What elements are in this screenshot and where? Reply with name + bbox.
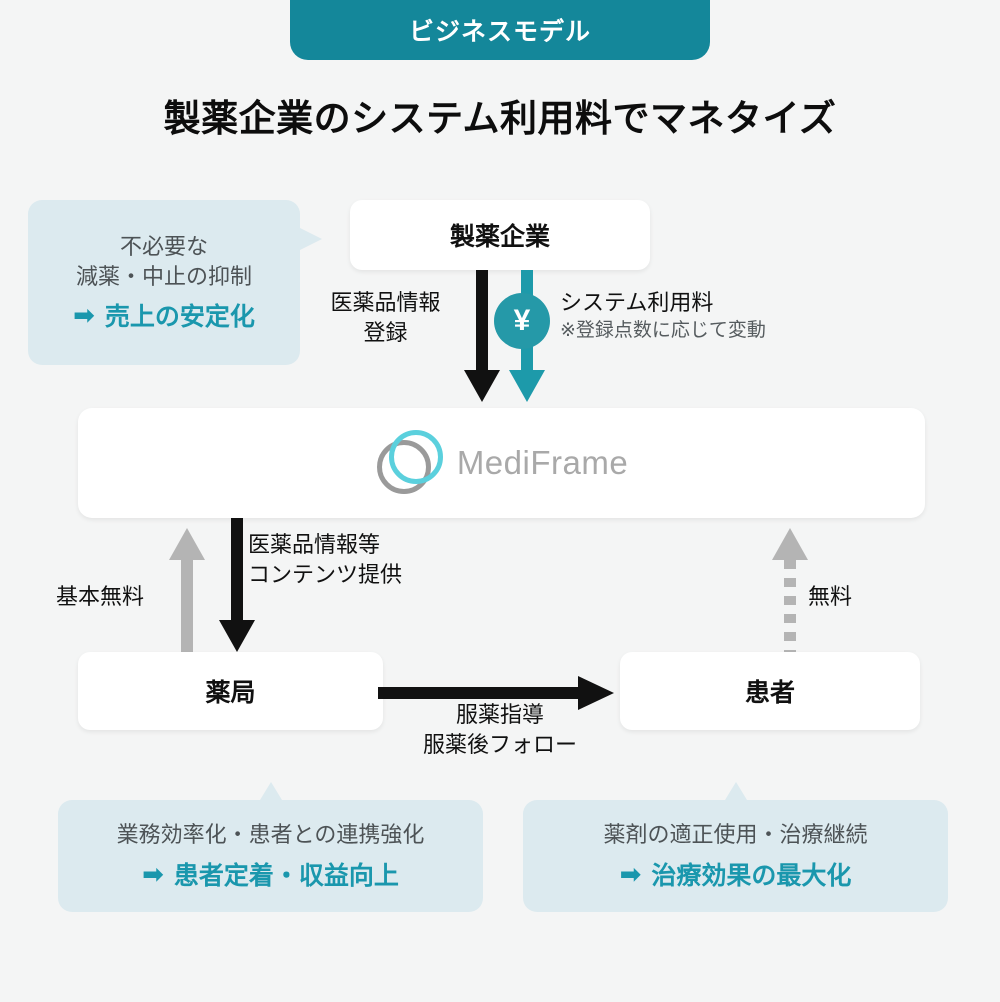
arrow-medication-guidance [378, 676, 620, 710]
label-medication-guidance-line2: 服薬後フォロー [422, 731, 577, 757]
node-pharma-company: 製薬企業 [350, 200, 650, 270]
yen-symbol: ¥ [513, 304, 531, 337]
callout-pharmacy-benefit-result-row: ➡ 患者定着・収益向上 [142, 856, 399, 892]
arrow-shaft [181, 558, 193, 658]
callout-pharma-benefit: 不必要な 減薬・中止の抑制 ➡ 売上の安定化 [28, 200, 322, 365]
callout-pharma-benefit-line1: 不必要な [119, 234, 208, 260]
label-medication-guidance-line1: 服薬指導 [455, 702, 544, 727]
label-drug-info-registration-line1: 医薬品情報 [330, 290, 441, 315]
label-free-patient: 無料 [808, 584, 853, 609]
callout-pharma-benefit-line2: 減薬・中止の抑制 [75, 263, 252, 289]
ring-cyan-icon [388, 430, 443, 484]
label-system-fee-main: システム利用料 [560, 290, 714, 315]
node-patient-label: 患者 [744, 679, 795, 707]
label-basic-free: 基本無料 [55, 584, 144, 609]
mediframe-rings-icon [375, 428, 445, 498]
label-medication-guidance: 服薬指導 服薬後フォロー [380, 700, 620, 759]
callout-tail-up [724, 782, 747, 800]
label-system-fee: システム利用料 ※登録点数に応じて変動 [560, 288, 860, 343]
arrow-head-down-icon [509, 370, 545, 402]
label-content-provision-line1: 医薬品情報等 [248, 532, 381, 557]
arrow-content-provision [217, 518, 257, 658]
arrow-head-up-icon [169, 528, 205, 560]
callout-patient-benefit: 薬剤の適正使用・治療継続 ➡ 治療効果の最大化 [523, 782, 948, 912]
arrow-head-down-icon [219, 620, 255, 652]
right-arrow-icon: ➡ [142, 858, 164, 889]
arrow-shaft [378, 687, 583, 699]
arrow-drug-info-registration [462, 270, 502, 402]
node-pharmacy-label: 薬局 [205, 679, 256, 707]
node-patient: 患者 [620, 652, 920, 730]
callout-tail-right [300, 228, 322, 250]
arrow-head-up-icon [772, 528, 808, 560]
arrow-basic-free [167, 528, 207, 658]
mediframe-wordmark: MediFrame [456, 444, 629, 481]
label-system-fee-note: ※登録点数に応じて変動 [560, 319, 766, 341]
label-drug-info-registration: 医薬品情報 登録 [313, 288, 458, 347]
page-title: 製薬企業のシステム利用料でマネタイズ [163, 98, 837, 139]
callout-pharma-benefit-result: 売上の安定化 [104, 302, 255, 331]
section-badge: ビジネスモデル [290, 0, 710, 60]
callout-patient-benefit-result-row: ➡ 治療効果の最大化 [620, 856, 852, 892]
callout-pharma-benefit-text: 不必要な 減薬・中止の抑制 [76, 232, 252, 290]
label-content-provision-line2: コンテンツ提供 [248, 561, 403, 587]
callout-patient-benefit-line1: 薬剤の適正使用・治療継続 [603, 822, 868, 848]
section-badge-label: ビジネスモデル [408, 18, 591, 46]
callout-pharmacy-benefit: 業務効率化・患者との連携強化 ➡ 患者定着・収益向上 [58, 782, 483, 912]
callout-patient-benefit-result: 治療効果の最大化 [651, 861, 852, 890]
arrow-head-right-icon [578, 676, 614, 710]
arrow-shaft-dashed [784, 560, 796, 660]
arrow-shaft [476, 270, 488, 374]
callout-tail-up [259, 782, 282, 800]
mediframe-logo: MediFrame [375, 428, 628, 498]
arrow-shaft [231, 518, 243, 624]
arrow-head-down-icon [464, 370, 500, 402]
right-arrow-icon: ➡ [619, 858, 642, 889]
callout-pharmacy-benefit-line1: 業務効率化・患者との連携強化 [116, 822, 425, 848]
label-drug-info-registration-line2: 登録 [363, 319, 408, 345]
callout-pharmacy-benefit-result: 患者定着・収益向上 [173, 861, 399, 890]
callout-pharma-benefit-result-row: ➡ 売上の安定化 [73, 297, 255, 333]
arrow-free-patient [770, 528, 810, 660]
node-pharma-company-label: 製薬企業 [449, 223, 550, 251]
node-platform-mediframe: MediFrame [78, 408, 925, 518]
right-arrow-icon: ➡ [73, 299, 95, 330]
node-pharmacy: 薬局 [78, 652, 383, 730]
yen-currency-icon: ¥ [494, 293, 550, 349]
label-content-provision: 医薬品情報等 コンテンツ提供 [248, 530, 478, 589]
